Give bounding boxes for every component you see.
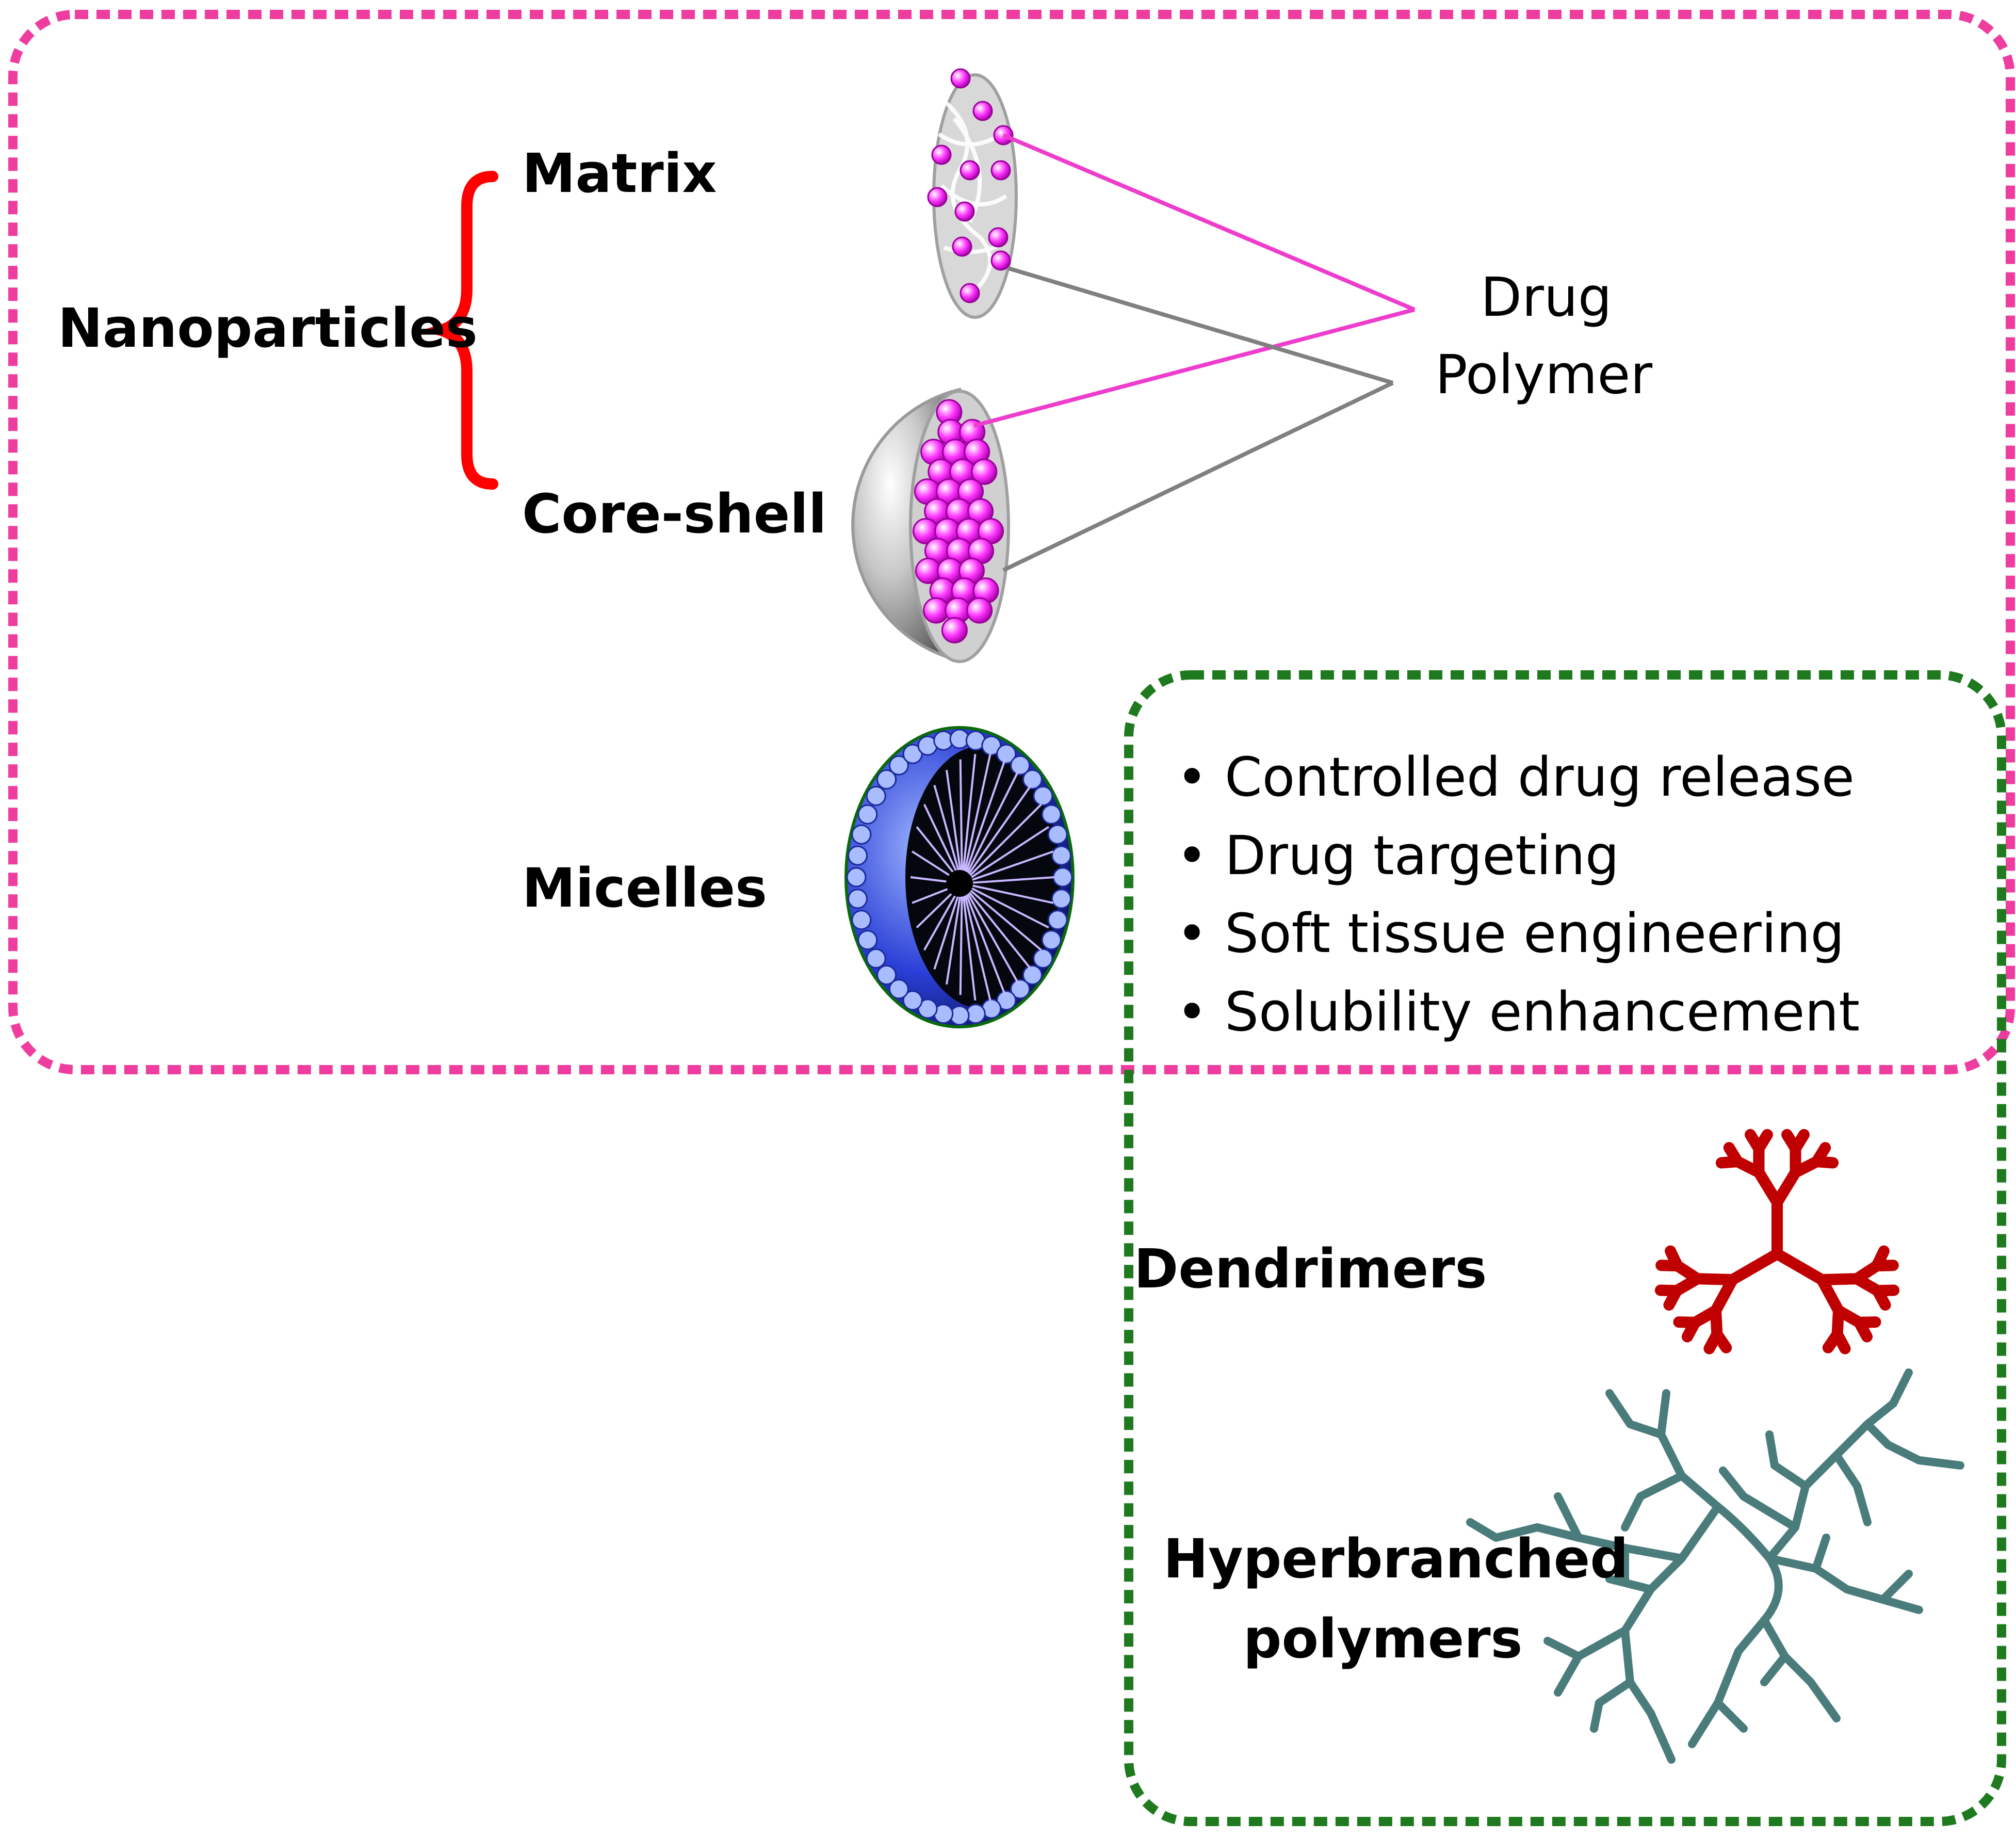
drug-label: Drug: [1481, 266, 1612, 329]
nanoparticles-label: Nanoparticles: [58, 297, 478, 360]
polymer-label: Polymer: [1435, 343, 1653, 406]
micelles-label: Micelles: [522, 857, 768, 920]
bullet-icon: •: [1176, 980, 1208, 1043]
hyperbranched-polymer-icon: [1466, 1368, 1964, 1764]
core-shell-nanoparticle-icon: [851, 388, 1010, 663]
hyperbranched-label-line2: polymers: [1243, 1607, 1523, 1670]
bullet-icon: •: [1176, 824, 1208, 887]
matrix-label: Matrix: [522, 142, 717, 205]
polymer-line-core: [1002, 381, 1394, 572]
application-item: • Soft tissue engineering: [1176, 902, 1845, 965]
dendrimers-label: Dendrimers: [1134, 1237, 1487, 1300]
application-text: Controlled drug release: [1225, 746, 1855, 809]
application-item: • Drug targeting: [1176, 824, 1619, 887]
application-text: Drug targeting: [1225, 824, 1619, 887]
micelle-icon: [844, 726, 1075, 1028]
matrix-nanoparticle-icon: [927, 68, 1018, 319]
applications-group-border: [1124, 670, 2006, 1826]
application-text: Solubility enhancement: [1225, 980, 1860, 1043]
core-shell-label: Core-shell: [522, 482, 827, 545]
drug-line-matrix: [1002, 133, 1416, 312]
dendrimer-icon: [1654, 1129, 1900, 1355]
drug-line-core: [973, 308, 1416, 428]
nanoparticles-group-border: [8, 10, 2015, 1074]
bullet-icon: •: [1176, 902, 1208, 965]
polymer-line-matrix: [1007, 266, 1394, 385]
application-item: • Solubility enhancement: [1176, 980, 1860, 1043]
bullet-icon: •: [1176, 746, 1208, 809]
application-text: Soft tissue engineering: [1225, 902, 1845, 965]
application-item: • Controlled drug release: [1176, 746, 1855, 809]
brace-icon: [421, 171, 498, 490]
hyperbranched-label-line1: Hyperbranched: [1163, 1527, 1629, 1590]
